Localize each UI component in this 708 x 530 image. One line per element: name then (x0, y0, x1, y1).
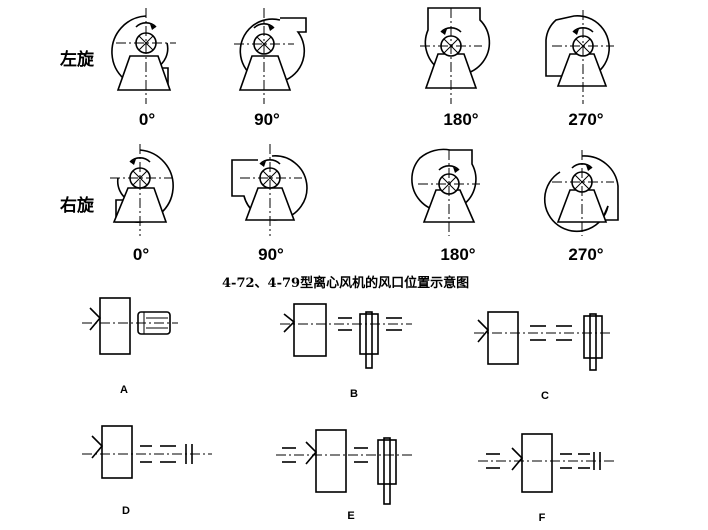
drive-label-d: D (122, 505, 130, 517)
angle-label-right-90: 90° (258, 245, 284, 264)
angle-label-left-90: 90° (254, 110, 280, 129)
drive-d-drawing (82, 425, 212, 479)
fan-left-0deg (111, 8, 176, 104)
left-rotation-label: 左旋 (60, 50, 94, 69)
drive-e-drawing (276, 429, 412, 505)
drive-a-drawing (82, 297, 178, 355)
fan-right-270deg (543, 150, 619, 236)
angle-label-right-180: 180° (440, 245, 476, 264)
fan-right-180deg (411, 148, 480, 236)
drive-label-c: C (541, 390, 549, 402)
fan-left-270deg (545, 10, 614, 104)
angle-label-left-270: 270° (568, 110, 604, 129)
drive-label-b: B (350, 388, 358, 400)
fan-right-90deg (231, 144, 308, 236)
drive-c-drawing (474, 311, 612, 371)
angle-label-left-0: 0° (138, 110, 156, 129)
angle-label-left-180: 180° (443, 110, 479, 129)
angle-label-right-270: 270° (568, 245, 604, 264)
diagram-caption: 4-72、4-79型离心风机的风口位置示意图 (222, 276, 470, 291)
fan-left-180deg (420, 7, 491, 104)
drive-label-a: A (120, 384, 128, 396)
drive-b-drawing (280, 303, 412, 369)
fan-right-0deg (110, 144, 174, 236)
drive-f-drawing (478, 433, 614, 493)
fan-left-90deg (234, 8, 307, 104)
right-rotation-label: 右旋 (60, 196, 94, 215)
drive-label-e: E (347, 510, 355, 522)
angle-label-right-0: 0° (132, 245, 150, 264)
drive-label-f: F (538, 512, 546, 524)
